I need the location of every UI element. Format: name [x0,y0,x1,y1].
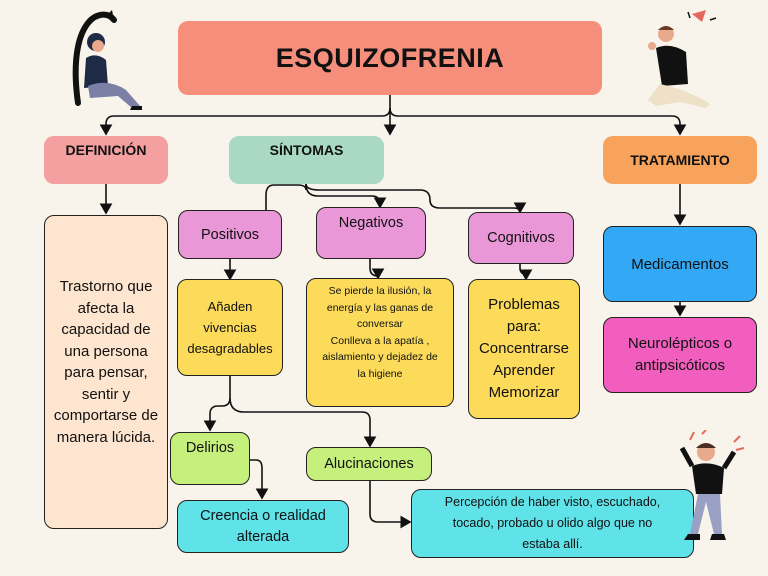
alucinaciones-box: Alucinaciones [306,447,432,481]
sintomas-header: SÍNTOMAS [229,136,384,184]
alucinaciones-desc: Percepción de haber visto, escuchado, to… [411,489,694,558]
sitting-person-illustration [72,10,142,110]
positivos-box: Positivos [178,210,282,259]
cognitivos-box: Cognitivos [468,212,574,264]
positivos-desc: Añaden vivencias desagradables [177,279,283,376]
cognitivos-desc: Problemas para: Concentrarse Aprender Me… [468,279,580,419]
definicion-text: Trastorno que afecta la capacidad de una… [44,215,168,529]
antipsicoticos-box: Neurolépticos o antipsicóticos [603,317,757,393]
stressed-person-illustration [679,430,745,540]
tratamiento-header: TRATAMIENTO [603,136,757,184]
delirios-box: Delirios [170,432,250,485]
negativos-box: Negativos [316,207,426,259]
negativos-desc: Se pierde la ilusión, la energía y las g… [306,278,454,407]
page-title: ESQUIZOFRENIA [178,21,602,95]
delirios-desc: Creencia o realidad alterada [177,500,349,553]
definicion-header: DEFINICIÓN [44,136,168,184]
medicamentos-box: Medicamentos [603,226,757,302]
kneeling-person-illustration [648,10,717,108]
